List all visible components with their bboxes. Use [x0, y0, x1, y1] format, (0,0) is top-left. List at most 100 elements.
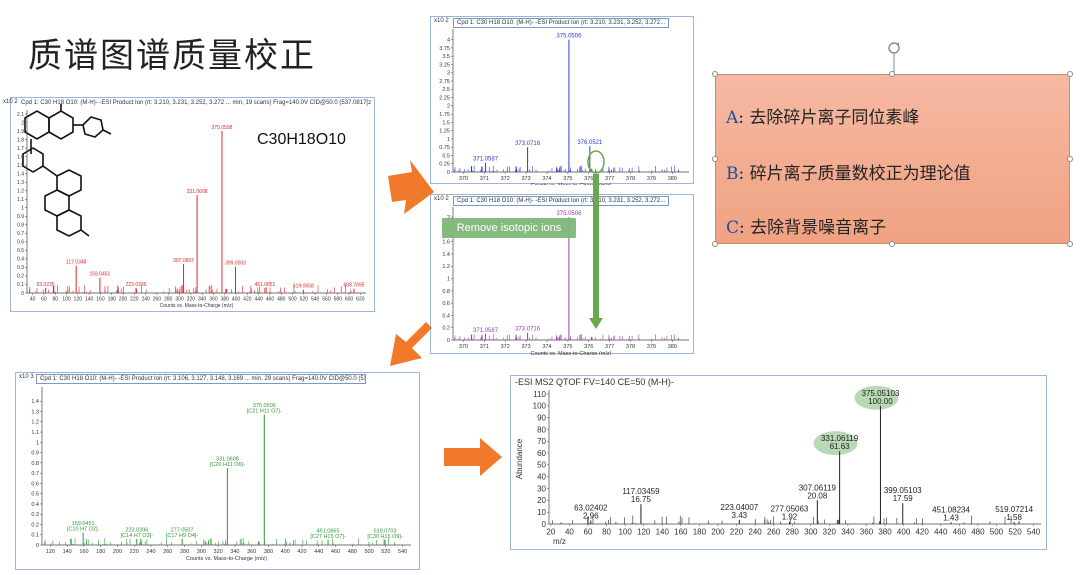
y-tick-label: 0.8	[31, 461, 39, 467]
y-tick-label: 0.3	[17, 265, 24, 271]
peak-label: 223.0395	[126, 282, 147, 288]
peak-sublabel: [C30 H15 O9]-	[367, 534, 403, 540]
resize-handle-bottom-left[interactable]	[712, 241, 718, 247]
x-tick-label: 40	[30, 297, 36, 303]
x-tick-label: 200	[711, 528, 725, 537]
y-tick-label: 1.5	[442, 120, 450, 126]
x-tick-label: 460	[953, 528, 967, 537]
peak-label: 375.0506	[253, 403, 276, 409]
x-tick-label: 40	[565, 528, 574, 537]
y-tick-label: 0	[21, 291, 24, 297]
x-tick-label: 440	[934, 528, 948, 537]
x-tick-label: 580	[334, 297, 343, 303]
y-tick-label: 1.1	[31, 430, 39, 436]
y-tick-label: 1	[21, 206, 24, 212]
x-tick-label: 379	[647, 344, 656, 350]
peak-sublabel: 1.58	[1006, 513, 1022, 522]
peak-label: 373.0716	[515, 141, 541, 147]
y-tick-label: 0.4	[17, 257, 24, 263]
x-tick-label: 360	[209, 297, 218, 303]
peak-sublabel: 61.63	[830, 442, 851, 451]
x-tick-label: 220	[130, 549, 139, 555]
exponent-label: x10 2	[434, 196, 449, 202]
molecular-formula: C30H18O10	[257, 131, 346, 148]
peak-label: 331.06119	[821, 434, 859, 443]
x-tick-label: 440	[314, 549, 323, 555]
y-tick-label: 1	[447, 276, 450, 282]
resize-handle-bottom-mid[interactable]	[889, 241, 895, 247]
y-tick-label: 0.6	[17, 240, 24, 246]
x-tick-label: 320	[187, 297, 196, 303]
y-tick-label: 1.1	[17, 197, 24, 203]
peak-highlight	[813, 431, 858, 456]
y-tick-label: 2	[447, 104, 450, 110]
x-tick-label: 377	[605, 344, 614, 350]
x-tick-label: 280	[786, 528, 800, 537]
peak-label: 307.06119	[799, 483, 837, 492]
y-tick-label: 0.5	[31, 492, 39, 498]
resize-handle-top-mid[interactable]	[889, 71, 895, 77]
peak-sublabel: 17.59	[893, 494, 914, 503]
molecule-structure-icon	[22, 104, 112, 237]
y-tick-label: 1	[447, 137, 450, 143]
x-tick-label: 420	[297, 549, 306, 555]
peak-label: 371.0587	[473, 157, 499, 163]
x-tick-label: 372	[501, 176, 510, 182]
x-tick-label: 540	[311, 297, 320, 303]
x-tick-label: 400	[232, 297, 241, 303]
peak-label: 376.0521	[577, 140, 603, 146]
x-tick-label: 300	[197, 549, 206, 555]
y-tick-label: 0.4	[31, 502, 39, 508]
x-tick-label: 100	[618, 528, 632, 537]
y-tick-label: 1.6	[442, 240, 450, 246]
peak-sublabel: 16.75	[631, 495, 652, 504]
x-tick-label: 80	[602, 528, 611, 537]
peak-label: 375.0506	[556, 211, 582, 217]
x-tick-label: 80	[52, 297, 58, 303]
resize-handle-mid-left[interactable]	[712, 156, 718, 162]
x-tick-label: 140	[63, 549, 72, 555]
y-tick-label: 2.5	[442, 87, 450, 93]
noise-peaks	[552, 515, 1020, 524]
x-tick-label: 240	[146, 549, 155, 555]
x-tick-label: 373	[522, 176, 531, 182]
resize-handle-mid-right[interactable]	[1067, 156, 1073, 162]
peak-label: 223.0396	[125, 527, 148, 533]
peak-sublabel: 1.43	[943, 513, 959, 522]
y-tick-label: 110	[533, 390, 546, 399]
x-tick-label: 376	[584, 176, 593, 182]
x-tick-label: 340	[198, 297, 207, 303]
chart-plot: 00.10.20.30.40.50.60.70.80.911.11.21.31.…	[17, 110, 366, 309]
x-tick-label: 240	[141, 297, 150, 303]
y-tick-label: 1.4	[17, 171, 24, 177]
note-a: A: 去除碎片离子同位素峰	[726, 108, 920, 128]
x-tick-label: 400	[281, 549, 290, 555]
exponent-label: x10 2	[3, 99, 18, 105]
x-tick-label: 200	[113, 549, 122, 555]
x-tick-label: 380	[668, 344, 677, 350]
x-tick-label: 370	[459, 176, 468, 182]
peak-label: 307.0607	[173, 258, 194, 264]
y-tick-label: 1.8	[17, 137, 24, 143]
notes-textbox[interactable]: A: 去除碎片离子同位素峰 B: 碎片离子质量数校正为理论值 C: 去除背景噪音…	[715, 74, 1070, 244]
peak-label: 375.0508	[212, 125, 233, 131]
x-tick-label: 500	[990, 528, 1004, 537]
resize-handle-top-right[interactable]	[1067, 71, 1073, 77]
x-tick-label: 400	[897, 528, 911, 537]
peak-label: 63.0235	[37, 282, 55, 288]
resize-handle-bottom-right[interactable]	[1067, 241, 1073, 247]
y-tick-label: 0.7	[17, 231, 24, 237]
noise-peaks	[29, 285, 352, 293]
y-tick-label: 1.3	[17, 180, 24, 186]
arrow-right-icon	[388, 160, 434, 214]
x-tick-label: 100	[62, 297, 71, 303]
x-tick-label: 340	[841, 528, 855, 537]
y-tick-label: 1.2	[17, 188, 24, 194]
chart-title: Cpd 1: C30 H18 O10: (M-H)- -ESI Product …	[21, 100, 371, 106]
peak-label: 277.05063	[771, 505, 809, 514]
peak-sublabel: [C10 H7 O2]-	[67, 527, 100, 533]
y-tick-label: 0.2	[17, 274, 24, 280]
rotate-handle-icon[interactable]	[885, 40, 903, 74]
resize-handle-top-left[interactable]	[712, 71, 718, 77]
x-tick-label: 160	[79, 549, 88, 555]
